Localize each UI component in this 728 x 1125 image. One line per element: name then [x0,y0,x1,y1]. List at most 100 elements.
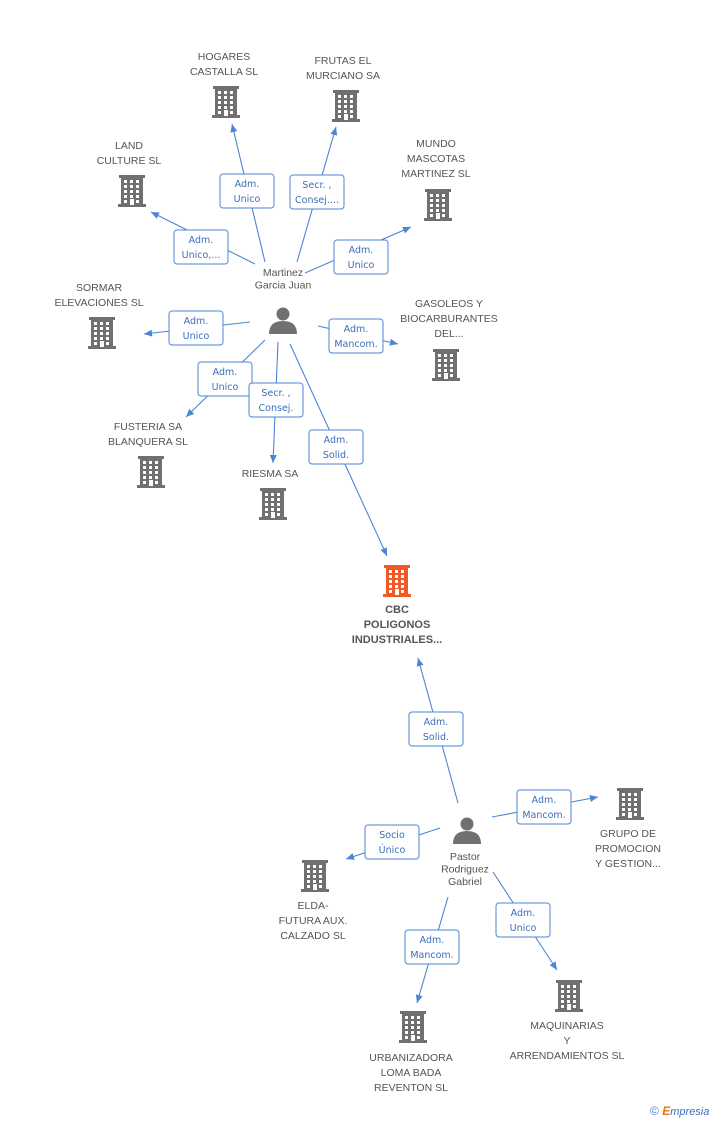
relation-label[interactable]: Adm. Unico [219,173,275,209]
relation-label[interactable]: Adm.Solid. [308,429,364,465]
brand-name: mpresia [670,1106,710,1118]
arrow-head-icon [389,338,398,346]
arrow-head-icon [415,994,423,1003]
company-label: HOGARES [198,51,251,63]
building-icon [616,788,644,820]
relation-label-box [516,789,572,825]
relation-label-text: Unico [234,194,261,205]
arrow-head-icon [549,961,557,970]
company-label: SORMAR [76,282,123,294]
relation-label-box [219,173,275,209]
relation-label[interactable]: Adm.Mancom. [328,318,384,354]
company-label: URBANIZADORA [369,1052,452,1064]
footer-copyright[interactable]: © Empresia [650,1104,709,1118]
person-label: Pastor [450,851,481,863]
relation-label-text: Adm. [511,908,536,919]
relation-label-text: Secr. , [302,180,331,191]
relation-labels-layer: Adm. Unico Secr. ,Consej.... Adm.Unico,... A… [168,173,572,965]
relation-label-text: Unico [183,331,210,342]
company-node-elda[interactable]: ELDA-FUTURA AUX.CALZADO SL [279,860,348,942]
company-label: CBC [385,604,409,616]
person-label: Gabriel [448,876,482,888]
relation-label-text: Adm. [349,245,374,256]
relation-label-text: Adm. [424,717,449,728]
company-label: MAQUINARIAS [530,1020,604,1032]
building-icon [399,1011,427,1043]
company-label: CASTALLA SL [190,66,258,78]
company-node-grupo[interactable]: GRUPO DE PROMOCION Y GESTION... [595,788,661,870]
arrow-head-icon [402,226,411,234]
relation-label[interactable]: Adm. Unico [168,310,224,346]
arrow-head-icon [269,454,277,463]
company-label: FRUTAS EL [315,55,372,67]
company-label: Y GESTION... [595,858,661,870]
relation-label-text: Solid. [323,450,349,461]
arrow-head-icon [230,124,238,133]
building-icon [88,317,116,349]
building-icon [555,980,583,1012]
relation-label[interactable]: Adm.Unico [333,239,389,275]
relation-label-text: Mancom. [410,950,453,961]
company-node-sormar[interactable]: SORMAR ELEVACIONES SL [54,282,144,349]
relation-label-box [308,429,364,465]
relation-label-box [364,824,420,860]
person-label: Rodriguez [441,864,489,876]
relation-label-text: Socio [379,830,405,841]
relation-label-text: Adm. [213,367,238,378]
relation-label-text: Adm. [184,316,209,327]
relation-label[interactable]: Adm. Unico [197,361,253,397]
relation-label[interactable]: Secr. ,Consej. [248,382,304,418]
building-icon [137,456,165,488]
building-icon [118,175,146,207]
company-label: ELDA- [298,900,329,912]
company-label: LAND [115,140,143,152]
relation-label[interactable]: Secr. ,Consej.... [289,174,345,210]
relation-label-box [328,318,384,354]
arrow-head-icon [186,408,195,417]
relation-label-box [408,711,464,747]
company-label: REVENTON SL [374,1082,448,1094]
company-label: GRUPO DE [600,828,656,840]
relation-label-text: Adm. [235,179,260,190]
arrow-head-icon [151,212,160,219]
building-icon [383,565,411,597]
company-label: MARTINEZ SL [401,168,470,180]
relation-label[interactable]: Adm.Mancom. [404,929,460,965]
company-label: Y [563,1035,570,1047]
building-icon [432,349,460,381]
arrow-head-icon [330,127,338,136]
company-node-riesma[interactable]: RIESMA SA [242,468,299,520]
company-label: PROMOCION [595,843,661,855]
relation-label-box [404,929,460,965]
relation-label[interactable]: Adm.Unico [495,902,551,938]
company-label: FUTURA AUX. [279,915,348,927]
building-icon [332,90,360,122]
building-icon [424,189,452,221]
brand-initial: E [662,1104,671,1118]
relation-label-text: Mancom. [334,339,377,350]
relation-label-text: Adm. [532,795,557,806]
building-icon [259,488,287,520]
relation-label[interactable]: Adm.Unico,... [173,229,229,265]
company-label: ELEVACIONES SL [54,297,143,309]
building-icon [301,860,329,892]
relation-label[interactable]: Adm.Mancom. [516,789,572,825]
company-node-hogares[interactable]: HOGARES CASTALLA SL [190,51,258,118]
company-node-gasoleos[interactable]: GASOLEOS YBIOCARBURANTESDEL... [400,298,498,381]
relation-label[interactable]: Adm.Solid. [408,711,464,747]
company-label: INDUSTRIALES... [352,634,442,646]
relation-label-text: Unico [212,382,239,393]
company-node-cbc[interactable]: CBCPOLIGONOSINDUSTRIALES... [352,565,442,646]
relation-label-box [248,382,304,418]
relation-label-box [495,902,551,938]
